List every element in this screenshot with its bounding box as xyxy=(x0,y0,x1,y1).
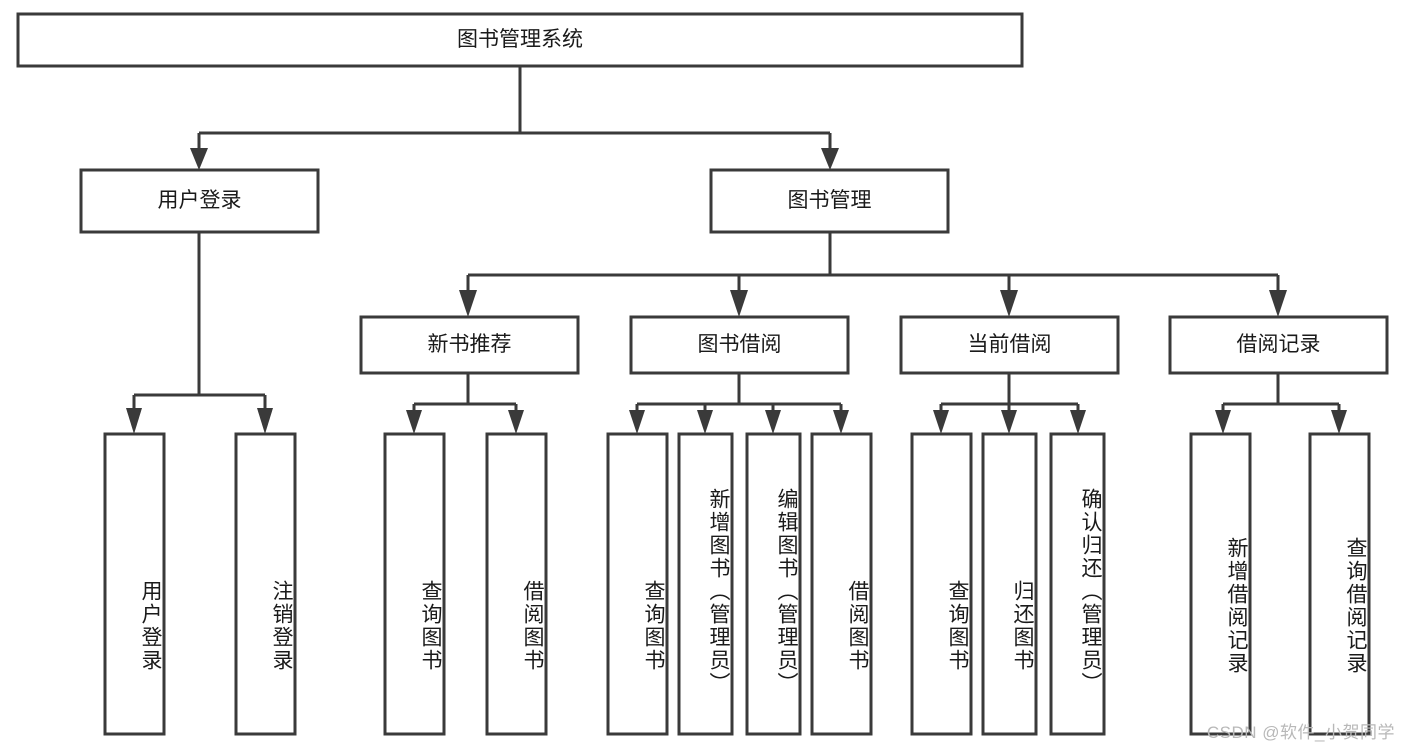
node-box-leaf-borrow-book-2[interactable] xyxy=(810,432,873,736)
connector-group-borrow-record xyxy=(1215,373,1347,434)
node-box-current-borrow[interactable] xyxy=(899,315,1120,375)
arrow-head-leaf-query-book-2 xyxy=(629,410,645,434)
node-box-leaf-query-record[interactable] xyxy=(1308,432,1371,736)
node-box-leaf-confirm-return[interactable] xyxy=(1049,432,1106,736)
node-box-book-manage[interactable] xyxy=(709,168,950,234)
arrow-head-borrow-record xyxy=(1269,290,1287,317)
arrow-head-leaf-query-book-3 xyxy=(933,410,949,434)
arrow-head-leaf-query-record xyxy=(1331,410,1347,434)
connector-group-root xyxy=(190,66,839,170)
connector-group-book-borrow xyxy=(629,373,849,434)
arrow-head-leaf-add-record xyxy=(1215,410,1231,434)
node-box-leaf-query-book-2[interactable] xyxy=(606,432,669,736)
connector-group-user-login xyxy=(126,232,273,434)
arrow-head-leaf-add-book xyxy=(697,410,713,434)
node-box-leaf-user-logout[interactable] xyxy=(234,432,297,736)
node-box-leaf-return-book[interactable] xyxy=(981,432,1038,736)
connector-group-current-borrow xyxy=(933,373,1086,434)
arrow-head-book-borrow xyxy=(730,290,748,317)
node-box-borrow-record[interactable] xyxy=(1168,315,1389,375)
arrow-head-leaf-user-logout xyxy=(257,408,273,434)
connector-group-new-book-recommend xyxy=(406,373,524,434)
node-box-leaf-query-book-3[interactable] xyxy=(910,432,973,736)
node-box-root[interactable] xyxy=(16,12,1024,68)
node-box-leaf-add-book[interactable] xyxy=(677,432,734,736)
node-box-new-book-recommend[interactable] xyxy=(359,315,580,375)
node-box-user-login[interactable] xyxy=(79,168,320,234)
arrow-head-leaf-return-book xyxy=(1001,410,1017,434)
arrow-head-current-borrow xyxy=(1000,290,1018,317)
arrow-head-leaf-query-book-1 xyxy=(406,410,422,434)
node-box-leaf-user-login[interactable] xyxy=(103,432,166,736)
arrow-head-leaf-edit-book xyxy=(765,410,781,434)
arrow-head-user-login xyxy=(190,148,208,170)
node-box-leaf-borrow-book-1[interactable] xyxy=(485,432,548,736)
node-box-leaf-query-book-1[interactable] xyxy=(383,432,446,736)
node-box-leaf-edit-book[interactable] xyxy=(745,432,802,736)
node-box-leaf-add-record[interactable] xyxy=(1189,432,1252,736)
arrow-head-book-manage xyxy=(821,148,839,170)
arrow-head-leaf-confirm-return xyxy=(1070,410,1086,434)
arrow-head-leaf-borrow-book-1 xyxy=(508,410,524,434)
node-box-book-borrow[interactable] xyxy=(629,315,850,375)
watermark-text: CSDN @软件_小贺同学 xyxy=(1206,723,1395,742)
arrow-head-leaf-user-login xyxy=(126,408,142,434)
arrow-head-new-book-recommend xyxy=(459,290,477,317)
arrow-head-leaf-borrow-book-2 xyxy=(833,410,849,434)
connector-group-book-manage xyxy=(459,232,1287,317)
